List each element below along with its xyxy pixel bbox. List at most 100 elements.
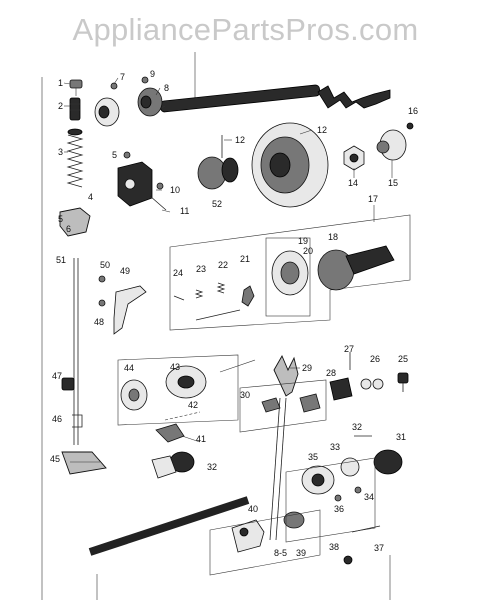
part-10-nut xyxy=(156,182,164,190)
label-47: 47 xyxy=(52,371,62,381)
label-5a: 5 xyxy=(112,150,117,160)
label-42: 42 xyxy=(188,400,198,410)
label-12b: 12 xyxy=(317,125,327,135)
label-32a: 32 xyxy=(352,422,362,432)
part-7-screw xyxy=(110,82,118,90)
part-9-screw xyxy=(141,76,149,84)
group-17-outline xyxy=(169,214,411,331)
part-46-clip xyxy=(72,414,83,428)
leader-lines xyxy=(63,77,393,443)
part-4-clamp xyxy=(59,207,91,237)
part-42-screw-line xyxy=(164,411,201,421)
group-30-outline xyxy=(239,379,327,433)
part-23-spring xyxy=(194,289,204,299)
label-19: 19 xyxy=(298,236,308,246)
part-35-gear xyxy=(301,465,335,495)
label-37: 37 xyxy=(374,543,384,553)
label-14: 14 xyxy=(348,178,358,188)
part-31-gear xyxy=(373,449,403,475)
part-28-bracket xyxy=(329,377,353,401)
label-34: 34 xyxy=(364,492,374,502)
part-38-screw xyxy=(343,555,353,565)
label-50: 50 xyxy=(100,260,110,270)
part-22-spring xyxy=(216,282,226,294)
label-48: 48 xyxy=(94,317,104,327)
label-44: 44 xyxy=(124,363,134,373)
label-3: 3 xyxy=(58,147,63,157)
label-46: 46 xyxy=(52,414,62,424)
part-39-collar xyxy=(283,511,305,529)
label-30: 30 xyxy=(240,390,250,400)
label-49: 49 xyxy=(120,266,130,276)
part-36-screw xyxy=(334,494,342,502)
label-8: 8 xyxy=(164,83,169,93)
group-43-outline xyxy=(117,354,239,426)
label-45: 45 xyxy=(50,454,60,464)
part-43-bobbin-case xyxy=(165,365,207,399)
label-5b: 5 xyxy=(58,214,63,224)
part-34-screw xyxy=(354,486,362,494)
part-49-lever xyxy=(113,285,147,335)
main-shaft xyxy=(149,84,391,115)
label-1: 1 xyxy=(58,78,63,88)
label-39: 39 xyxy=(296,548,306,558)
label-16: 16 xyxy=(408,106,418,116)
label-22: 22 xyxy=(218,260,228,270)
group-35-outline xyxy=(285,457,376,543)
part-5-screw xyxy=(123,151,131,159)
part-30-bracket xyxy=(261,393,321,413)
label-41: 41 xyxy=(196,434,206,444)
part-41-looper xyxy=(155,423,185,443)
label-32b: 32 xyxy=(207,462,217,472)
label-15: 15 xyxy=(388,178,398,188)
label-10: 10 xyxy=(170,185,180,195)
label-52: 52 xyxy=(212,199,222,209)
label-35: 35 xyxy=(308,452,318,462)
label-6: 6 xyxy=(66,224,71,234)
part-2-screw xyxy=(69,97,81,121)
label-27: 27 xyxy=(344,344,354,354)
group-39-outline xyxy=(209,509,321,576)
part-48-screw xyxy=(98,299,106,307)
label-26: 26 xyxy=(370,354,380,364)
frame-lines xyxy=(41,52,391,600)
part-26-washer-a xyxy=(360,378,372,390)
label-36: 36 xyxy=(334,504,344,514)
part-47-clamp xyxy=(61,377,75,391)
lower-shaft xyxy=(88,496,250,556)
watermark: AppliancePartsPros.com xyxy=(72,12,419,47)
label-7: 7 xyxy=(120,72,125,82)
part-50-screw xyxy=(98,275,106,283)
part-24-pin xyxy=(173,295,241,321)
part-44-bobbin xyxy=(120,379,148,411)
part-15-bushing xyxy=(376,129,407,161)
label-2: 2 xyxy=(58,101,63,111)
part-52-cam xyxy=(197,156,239,190)
part-40-crank xyxy=(231,519,265,553)
part-5-crank xyxy=(117,161,153,207)
part-45-presser-foot xyxy=(61,451,107,475)
part-26-washer-b xyxy=(372,378,384,390)
part-3-spring xyxy=(66,128,84,188)
part-51-needle-bar xyxy=(73,258,79,445)
label-9: 9 xyxy=(150,69,155,79)
label-17: 17 xyxy=(368,194,378,204)
part-8-collar xyxy=(137,87,163,117)
label-20: 20 xyxy=(303,246,313,256)
part-21-lever xyxy=(241,285,255,307)
part-labels: 1 2 3 4 5 5 6 7 8 9 10 11 12 12 14 15 16… xyxy=(50,69,418,558)
label-24: 24 xyxy=(173,268,183,278)
label-43: 43 xyxy=(170,362,180,372)
label-4: 4 xyxy=(88,192,93,202)
part-29-connecting-rod xyxy=(269,354,299,541)
part-32-hook xyxy=(151,451,195,479)
label-25: 25 xyxy=(398,354,408,364)
label-8-5: 8-5 xyxy=(274,548,287,558)
part-16-screw xyxy=(406,122,414,130)
label-40: 40 xyxy=(248,504,258,514)
part-1-cap xyxy=(69,79,83,96)
label-11: 11 xyxy=(180,206,189,216)
part-14-washer xyxy=(343,145,365,171)
